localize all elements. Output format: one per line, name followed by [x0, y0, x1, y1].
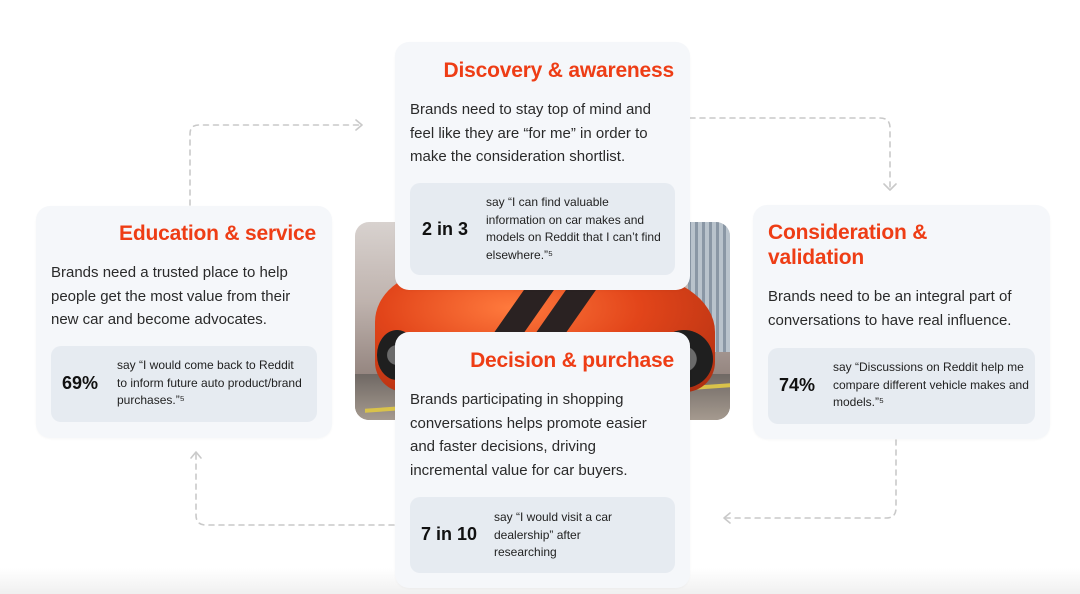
card-title: Education & service — [119, 222, 316, 245]
card-title: Decision & purchase — [470, 349, 674, 372]
arrow-consideration-to-decision — [725, 439, 897, 519]
stat-box: 2 in 3 say “I can find valuable informat… — [410, 183, 675, 275]
stat-quote: say “I would come back to Reddit to info… — [117, 358, 302, 407]
card-description: Brands need a trusted place to help peop… — [51, 264, 291, 328]
arrow-decision-to-education — [195, 453, 395, 526]
stat-quote: say “Discussions on Reddit help me compa… — [833, 360, 1029, 409]
arrowhead-down-icon — [883, 183, 897, 191]
stat-quote: say “I would visit a car dealership” aft… — [494, 510, 613, 559]
arrow-education-to-discovery — [189, 124, 361, 206]
arrow-discovery-to-consideration — [689, 117, 891, 189]
arrowhead-right-icon — [355, 119, 363, 131]
stat-value: 2 in 3 — [422, 219, 469, 239]
card-title: Discovery & awareness — [443, 59, 675, 82]
card-decision-purchase: Decision & purchase Brands participating… — [395, 332, 690, 588]
arrowhead-left-icon — [723, 512, 731, 524]
stat-quote: say “I can find valuable information on … — [486, 195, 661, 262]
stat-value: 74% — [779, 375, 816, 395]
card-consideration-validation: Consideration & validation Brands need t… — [753, 205, 1050, 439]
card-title-line-1: Consideration & — [768, 221, 928, 244]
card-discovery-awareness: Discovery & awareness Brands need to sta… — [395, 42, 690, 290]
stat-value: 69% — [62, 373, 99, 393]
stat-box: 69% say “I would come back to Reddit to … — [51, 346, 317, 422]
stat-box: 74% say “Discussions on Reddit help me c… — [768, 348, 1035, 424]
card-description: Brands participating in shopping convers… — [410, 391, 647, 479]
arrowhead-up-icon — [190, 451, 202, 459]
card-description: Brands need to stay top of mind and feel… — [410, 101, 651, 165]
stat-box: 7 in 10 say “I would visit a car dealers… — [410, 497, 675, 573]
stat-value: 7 in 10 — [421, 524, 478, 544]
card-description: Brands need to be an integral part of co… — [768, 288, 1012, 329]
card-title-line-2: validation — [768, 246, 865, 269]
card-education-service: Education & service Brands need a truste… — [36, 206, 332, 438]
